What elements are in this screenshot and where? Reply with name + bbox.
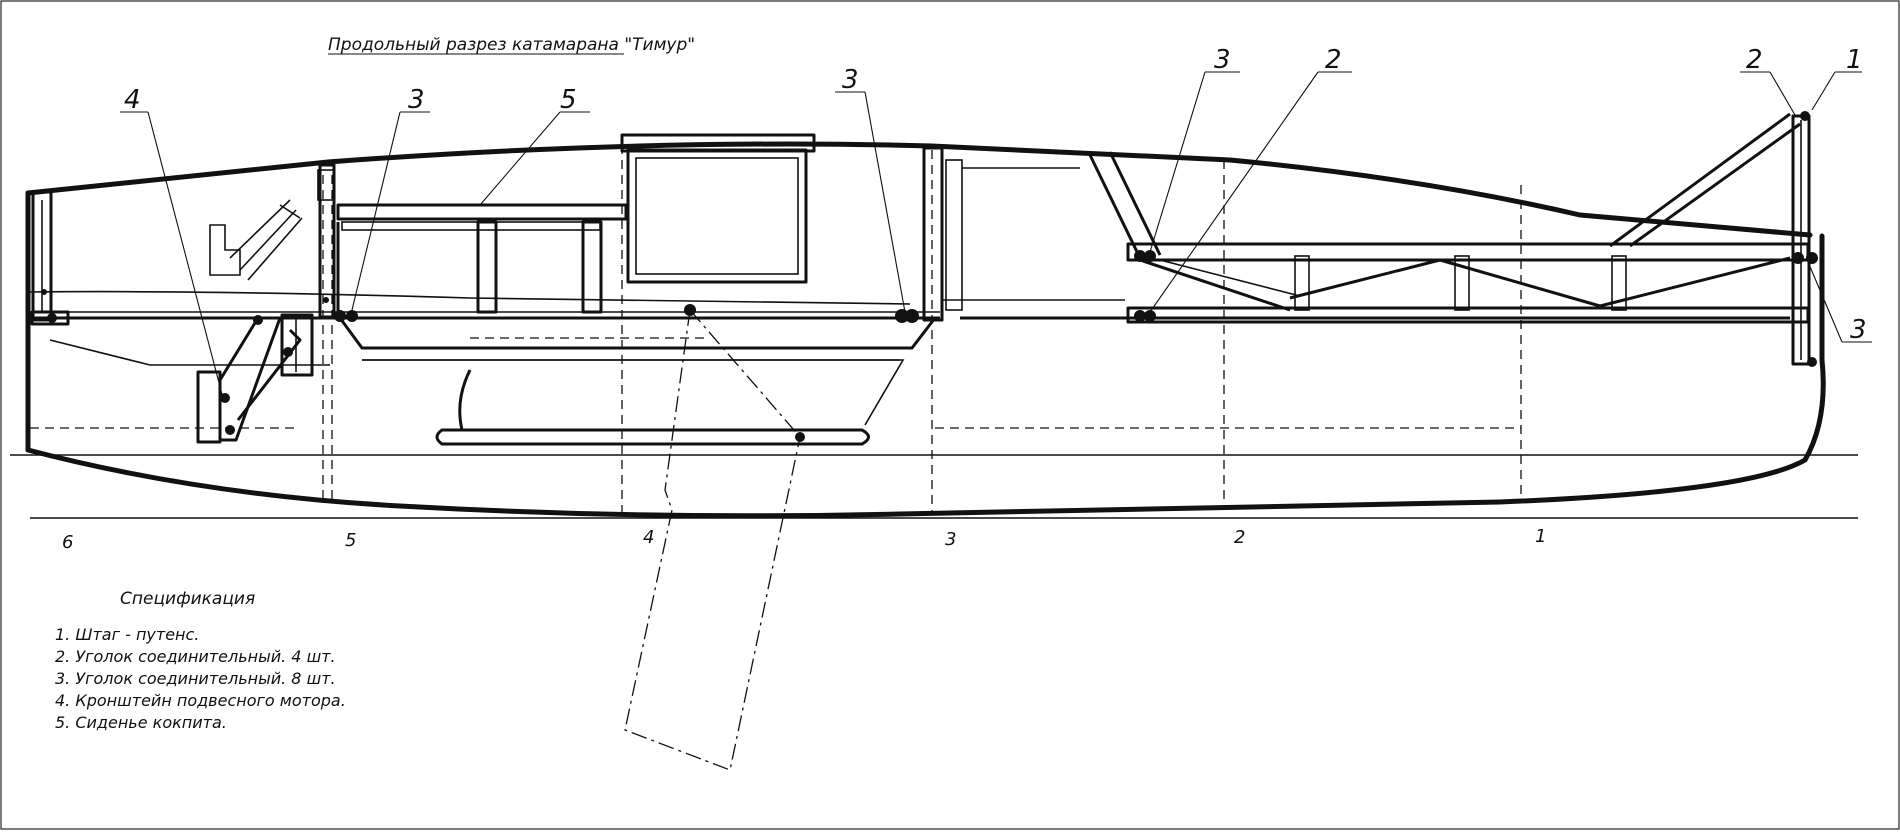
specification-heading: Спецификация [120,589,255,609]
callout-1: 1 [1846,45,1863,75]
spec-item-1: 1. Штаг - путенс. [55,625,199,644]
station-1: 1 [1535,526,1546,547]
cockpit-seat [336,203,628,314]
station-2: 2 [1234,527,1245,548]
frame-station-5 [317,163,336,319]
callout-5: 5 [560,85,577,115]
station-4: 4 [643,527,654,548]
cabin-window [620,133,816,284]
station-3: 3 [945,529,956,550]
bow-truss [1126,111,1818,367]
callout-3-stern: 3 [408,85,425,115]
spec-item-3: 3. Уголок соединительный. 8 шт. [55,669,336,688]
station-labels: 6 5 4 3 2 1 [62,526,1546,553]
callout-labels: 4 3 5 3 3 2 2 1 3 [124,45,1867,345]
callout-2-stem: 2 [1746,45,1763,75]
leader-lines [120,71,1872,399]
rudder [470,304,801,771]
callout-4: 4 [124,85,141,115]
spec-item-5: 5. Сиденье кокпита. [55,713,227,732]
callout-3-frame: 3 [1214,45,1231,75]
station-5: 5 [345,530,356,551]
hull [25,141,1826,519]
callout-3-stem: 3 [1850,315,1867,345]
callout-3-mid: 3 [842,65,859,95]
drawing-title: Продольный разрез катамарана "Тимур" [328,35,695,55]
centerboard-trunk [338,317,937,446]
corner-bolts [47,310,358,323]
station-6: 6 [62,532,73,553]
frame-station-3 [895,146,1162,323]
transom-frame [30,190,70,326]
station-lines [30,145,1522,515]
motor-bracket [196,199,314,444]
spec-item-4: 4. Кронштейн подвесного мотора. [55,691,346,710]
spec-item-2: 2. Уголок соединительный. 4 шт. [55,647,336,666]
specification-block: Спецификация 1. Штаг - путенс. 2. Уголок… [55,589,346,732]
callout-2-frame: 2 [1325,45,1342,75]
